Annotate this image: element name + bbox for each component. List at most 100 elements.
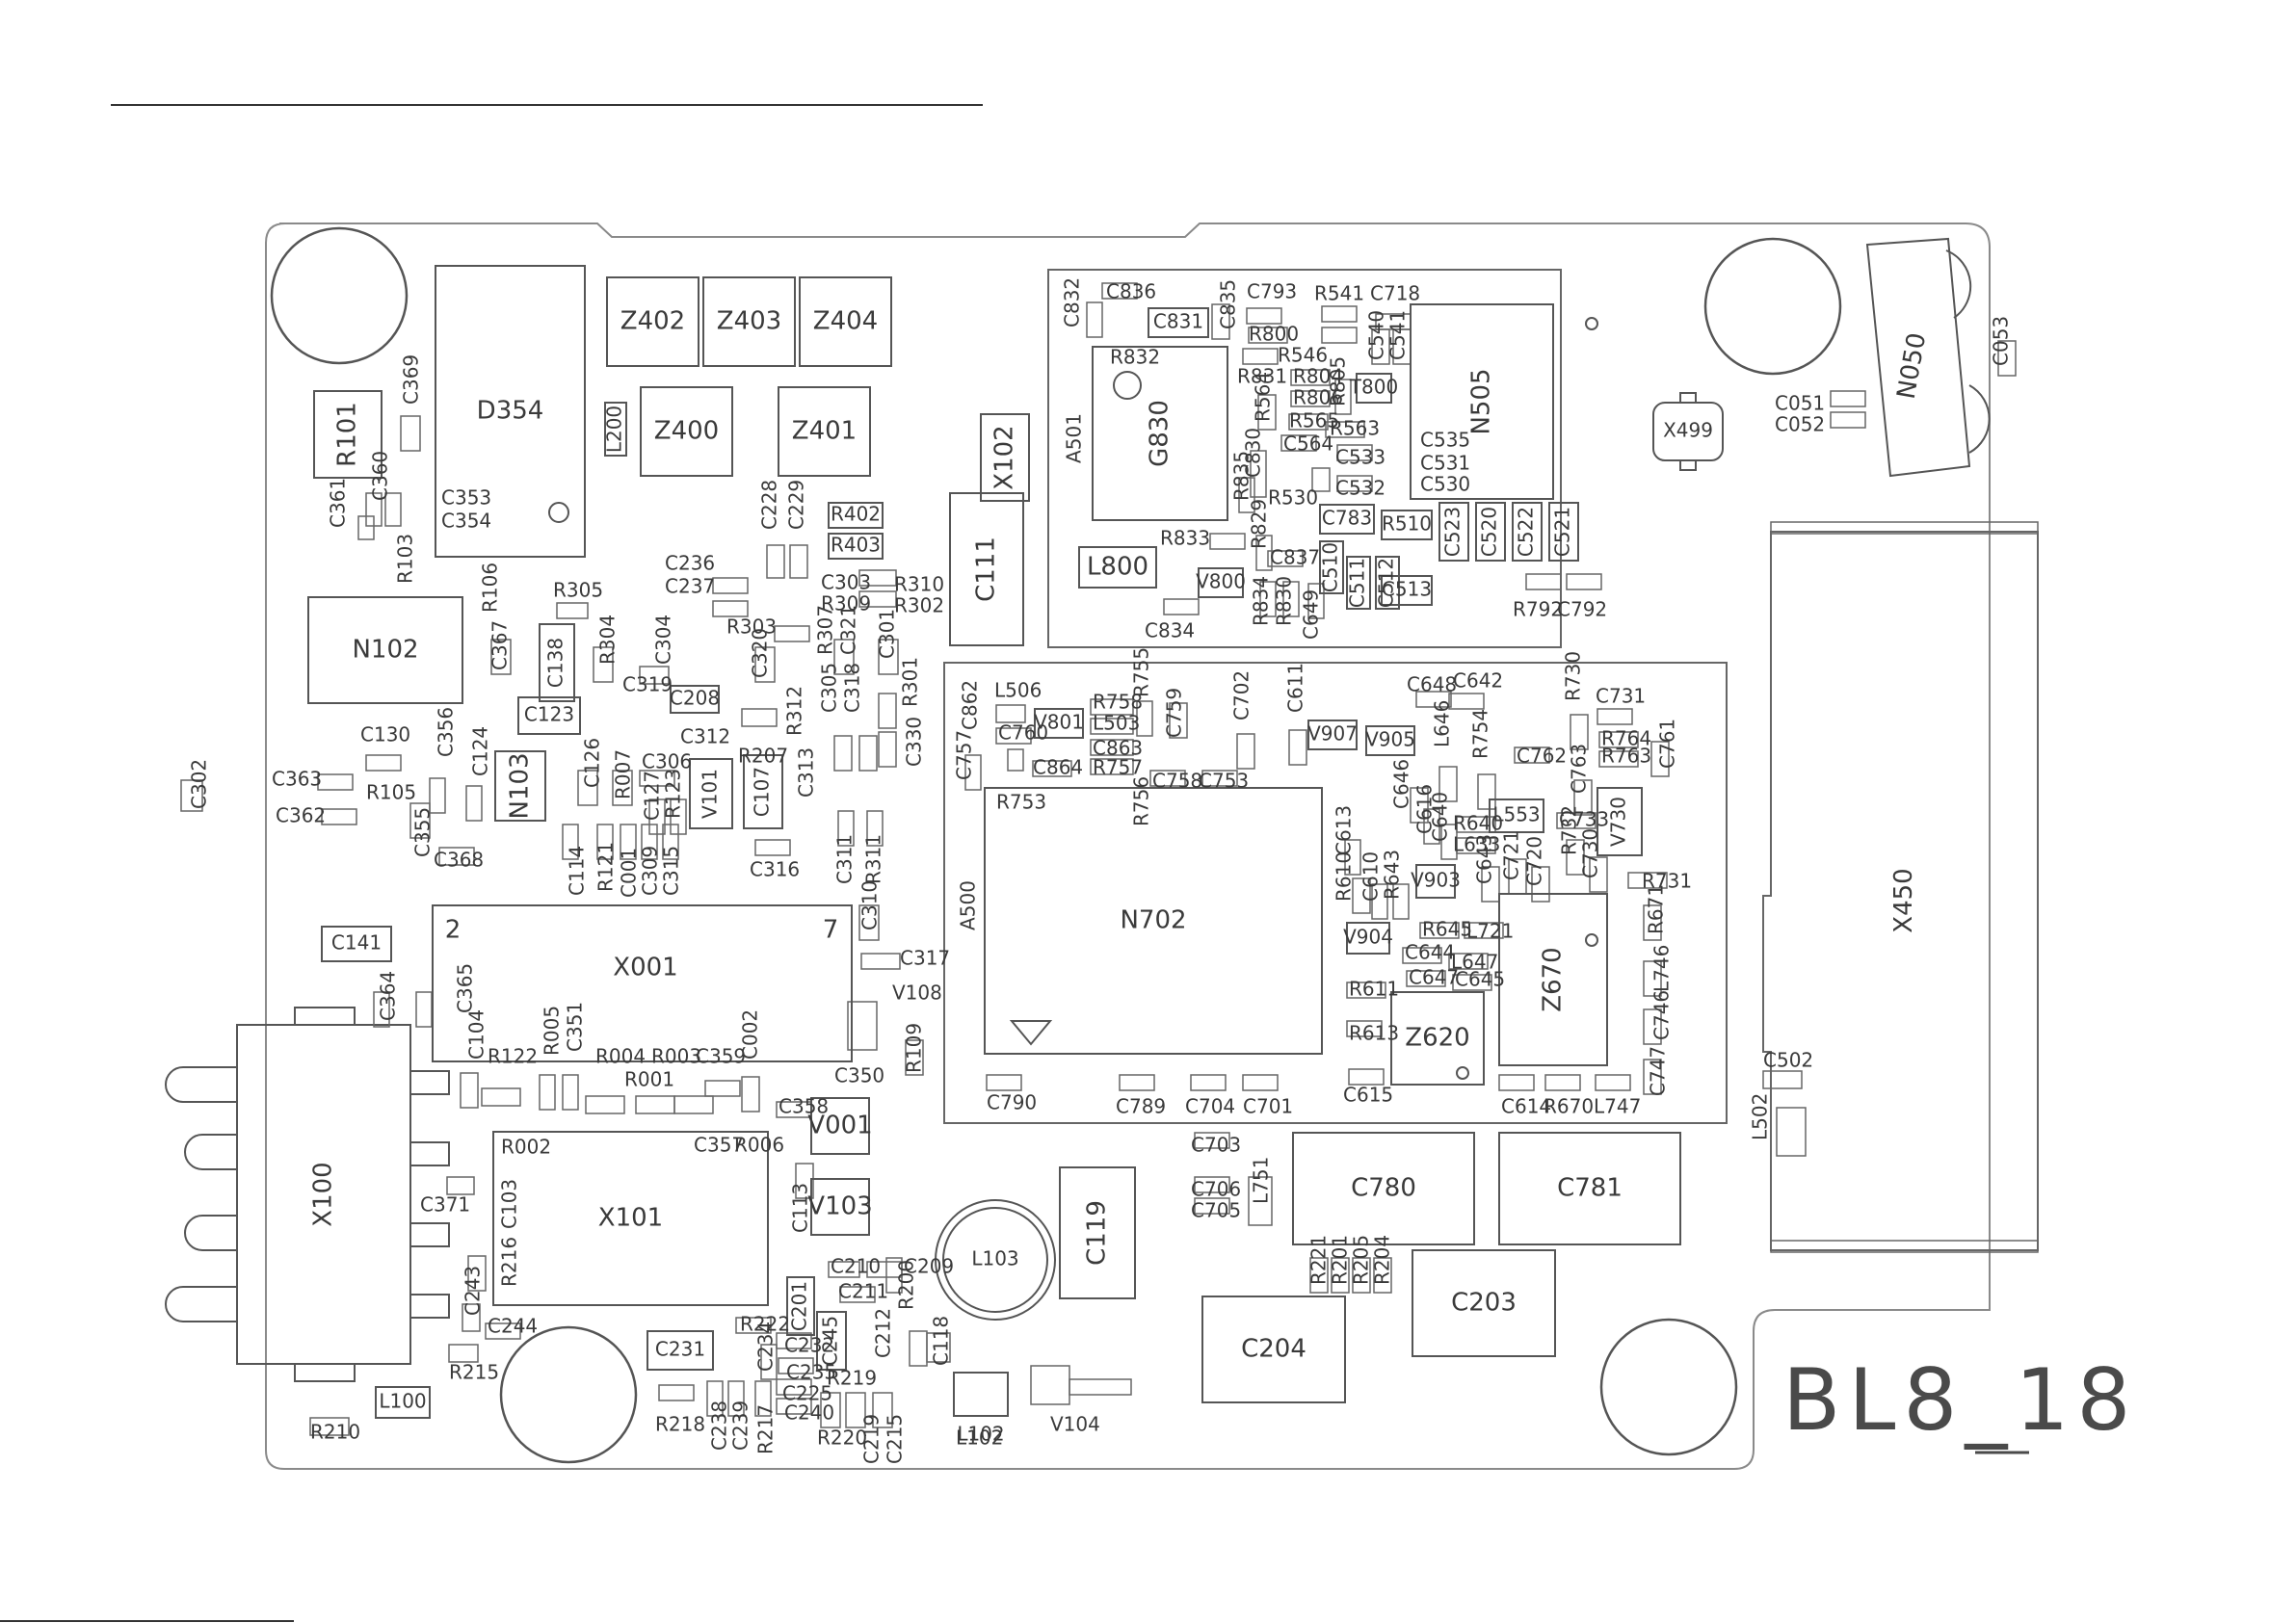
crystal-x499 [1652,392,1724,471]
refdes-c540: C540 [1365,310,1388,360]
refdes-c356: C356 [435,707,458,757]
refdes-c789: C789 [1116,1095,1166,1118]
refdes-r541: R541 [1314,282,1364,305]
component-body-z670 [1498,893,1608,1066]
component-pad [735,1317,772,1334]
refdes-c245: C245 [819,1316,842,1366]
component-body-n702 [984,787,1323,1055]
refdes-c793: C793 [1247,280,1297,303]
refdes-r105: R105 [366,781,416,804]
refdes-l633: L633 [1453,833,1500,856]
refdes-c763: C763 [1568,744,1591,794]
refdes-v104: V104 [1050,1413,1100,1436]
component-pad [1282,581,1300,617]
component-pad [1242,1074,1279,1091]
component-body-v907 [1307,720,1358,750]
component-pad [1346,1020,1383,1037]
component-body-c203 [1412,1249,1556,1357]
refdes-v001: V001 [807,1112,872,1140]
refdes-r204: R204 [1371,1235,1394,1285]
refdes-c211: C211 [838,1280,888,1303]
component-body-z401 [778,386,871,477]
component-body-c511 [1346,556,1371,610]
board-outline [265,223,1991,1470]
refdes-r003: R003 [651,1045,701,1068]
component-body-c521 [1548,502,1579,562]
component-pad [1997,340,2017,377]
refdes-r305: R305 [553,579,603,602]
refdes-c114: C114 [566,846,589,896]
refdes-v108: V108 [892,982,942,1005]
refdes-r833: R833 [1160,527,1210,550]
refdes-c330: C330 [903,717,926,767]
refdes-c235: C235 [786,1361,836,1384]
refdes-r753: R753 [996,791,1046,814]
refdes-c862: C862 [959,680,982,730]
refdes-r210: R210 [310,1421,360,1444]
refdes-c127: C127 [641,771,664,821]
component-pad [1627,872,1668,889]
component-pad [795,1163,814,1199]
component-pad [556,602,589,619]
refdes-v903: V903 [1411,869,1461,892]
component-pad [712,577,749,594]
refdes-c304: C304 [652,615,675,665]
refdes-c564: C564 [1283,432,1333,456]
refdes-z402: Z402 [620,307,685,336]
refdes-r201: R201 [1329,1235,1352,1285]
refdes-r835: R835 [1230,451,1254,501]
connector-x450-outline [1762,531,2039,1251]
refdes-z401: Z401 [792,417,857,446]
refdes-n103: N103 [506,752,535,819]
refdes-c365: C365 [454,963,477,1013]
refdes-c541: C541 [1386,310,1410,360]
refdes-l100: L100 [379,1390,426,1413]
refdes-c353: C353 [441,486,491,510]
refdes-c790: C790 [987,1091,1037,1114]
refdes-r220: R220 [817,1427,867,1450]
refdes-c124: C124 [469,726,492,776]
refdes-r763: R763 [1601,745,1651,768]
component-pad [641,824,658,860]
refdes-r732: R732 [1558,805,1581,855]
refdes-x450: X450 [1889,868,1918,932]
refdes-c359: C359 [696,1045,746,1068]
refdes-r106: R106 [479,563,502,613]
component-body-x001 [432,904,853,1062]
refdes-r731: R731 [1642,870,1692,893]
mounting-holes [270,226,1842,1464]
component-body-c141 [321,926,392,962]
component-body-v800 [1198,567,1244,598]
refdes-v801: V801 [1034,711,1084,734]
component-pad [400,415,421,452]
refdes-c350: C350 [834,1064,884,1087]
area-label-a500: A500 [957,880,980,930]
component-pad [612,770,633,806]
component-body-c831 [1148,307,1209,338]
component-pad [1101,282,1138,300]
refdes-c535: C535 [1420,429,1470,452]
refdes-z670: Z670 [1539,947,1568,1011]
component-pad [1570,714,1589,750]
component-pad [1030,1365,1070,1405]
refdes-c642: C642 [1453,669,1503,693]
component-pad [620,824,637,860]
component-pad [872,1392,893,1428]
refdes-l102: L102 [956,1427,1003,1450]
component-body-c123 [517,696,581,735]
component-body-z403 [702,276,796,367]
component-pad [833,735,853,772]
component-pad [1307,583,1325,619]
component-pad [1194,1197,1230,1215]
component-body-c522 [1512,502,1543,562]
component-layer [180,265,2017,1436]
component-pad [1259,581,1277,617]
refdes-c783: C783 [1322,507,1372,530]
refdes-l506: L506 [994,679,1042,702]
module-a501-frame [1047,269,1562,648]
component-pad [776,1332,812,1349]
refdes-r510: R510 [1382,512,1432,536]
refdes-r303: R303 [726,615,777,639]
component-body-c245 [816,1311,847,1371]
refdes-c746: C746 [1650,990,1674,1040]
